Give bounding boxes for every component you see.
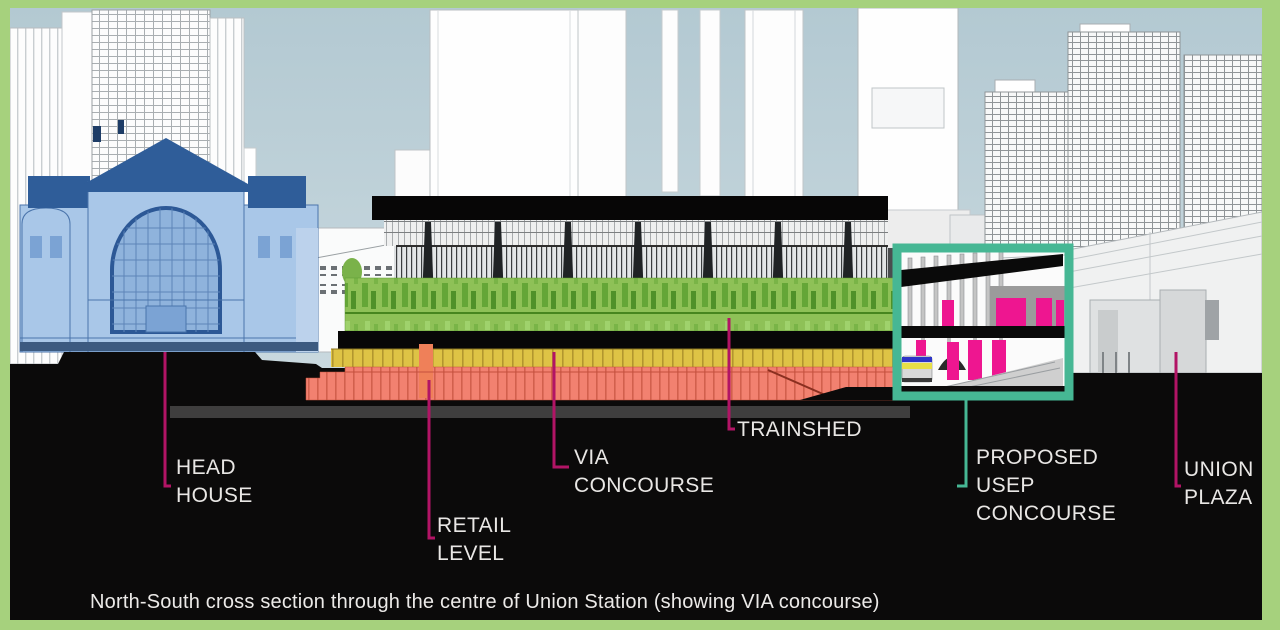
leader-union-plaza [1174,352,1181,488]
via-concourse-band [331,349,900,367]
label-line: USEP [976,474,1035,497]
label-trainshed: TRAINSHED [737,416,862,444]
leader-via-concourse [552,352,569,469]
train-illustration [901,355,933,383]
label-proposed-usep-concourse: PROPOSED USEP CONCOURSE [976,444,1116,528]
leader-trainshed [727,318,735,431]
label-line: CONCOURSE [976,502,1117,525]
figure-caption: North-South cross section through the ce… [90,591,880,613]
label-line: HOUSE [176,484,253,507]
label-line: LEVEL [437,542,505,565]
label-line: UNION [1184,458,1254,481]
label-line: PLAZA [1184,486,1253,509]
label-line: PROPOSED [976,446,1099,469]
label-via-concourse: VIA CONCOURSE [574,444,714,500]
leader-head-house [163,352,171,488]
retail-level-band [305,366,906,401]
label-line: TRAINSHED [737,418,862,441]
usep-highlight-box [892,243,1074,401]
ground-section [10,352,1262,620]
label-retail-level: RETAIL LEVEL [437,512,511,568]
label-line: RETAIL [437,514,512,537]
usep-highlight-border [892,243,1074,401]
label-head-house: HEAD HOUSE [176,454,253,510]
label-union-plaza: UNION PLAZA [1184,456,1254,512]
label-line: VIA [574,446,610,469]
leader-lines [163,318,1181,540]
label-line: CONCOURSE [574,474,715,497]
subgrade-line [170,406,910,418]
leader-retail-level [427,380,435,540]
leader-usep-concourse [957,396,968,488]
platform-level-band [344,277,904,332]
trainshed-roof-slab [372,196,888,220]
head-house-building [19,120,319,353]
label-line: HEAD [176,456,236,479]
station-level-bands [305,258,906,401]
